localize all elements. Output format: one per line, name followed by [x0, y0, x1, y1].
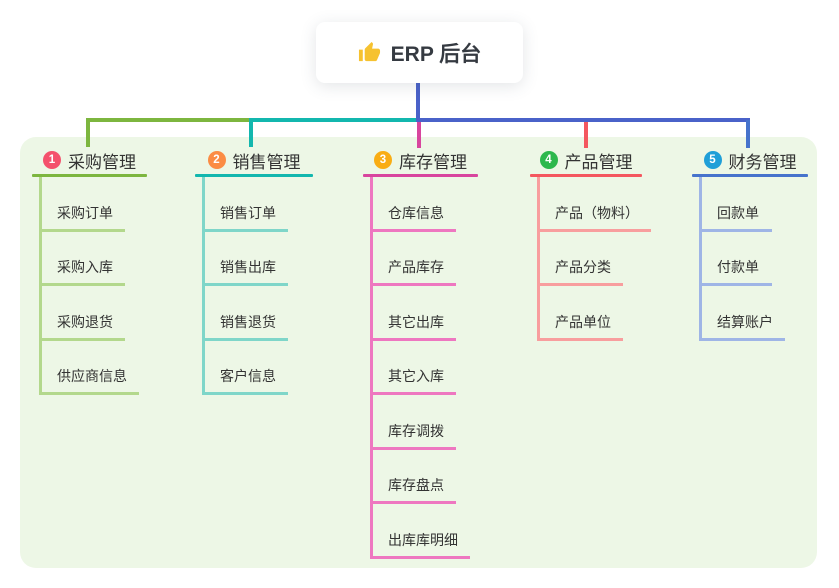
child-topic[interactable]: 仓库信息	[373, 177, 456, 232]
child-topic-label: 采购订单	[57, 204, 113, 221]
child-topic[interactable]: 销售订单	[205, 177, 288, 232]
branch-underline	[530, 174, 642, 177]
child-topic-label: 付款单	[717, 259, 759, 275]
root-topic[interactable]: ERP 后台	[316, 22, 523, 83]
child-topic-label: 客户信息	[220, 368, 276, 384]
branch-underline	[195, 174, 313, 177]
child-topic-label: 出库库明细	[388, 531, 458, 548]
bus-segment-right	[416, 118, 750, 122]
child-topic-label: 库存调拨	[388, 422, 444, 439]
branch-topic[interactable]: 1 采购管理	[32, 149, 147, 172]
connector-drop-1	[86, 118, 90, 147]
branch-2: 2 销售管理 销售订单销售出库销售退货客户信息	[195, 149, 313, 395]
child-topic-label: 产品库存	[388, 259, 444, 275]
bus-segment-mid	[249, 118, 418, 122]
child-topic[interactable]: 其它出库	[373, 286, 456, 341]
root-connector	[416, 83, 420, 120]
child-topic[interactable]: 采购退货	[42, 286, 125, 341]
child-topic[interactable]: 库存调拨	[373, 395, 456, 450]
branch-children-connector: 回款单付款单结算账户	[699, 177, 785, 341]
branch-underline	[363, 174, 478, 177]
child-topic[interactable]: 销售出库	[205, 232, 288, 286]
branch-label: 财务管理	[728, 152, 797, 172]
branch-number-badge: 3	[374, 151, 392, 169]
child-topic-label: 产品分类	[555, 259, 611, 275]
branch-label: 销售管理	[232, 152, 301, 172]
child-topic-label: 产品（物料）	[555, 204, 639, 221]
child-topic[interactable]: 销售退货	[205, 286, 288, 341]
child-topic[interactable]: 产品库存	[373, 232, 456, 286]
child-topic[interactable]: 产品分类	[540, 232, 623, 286]
child-topic-label: 其它出库	[388, 313, 444, 330]
branch-number-badge: 4	[539, 151, 558, 169]
child-topic[interactable]: 客户信息	[205, 341, 288, 395]
branch-number-badge: 5	[703, 151, 722, 169]
child-topic[interactable]: 回款单	[702, 177, 772, 232]
child-topic[interactable]: 产品（物料）	[540, 177, 651, 232]
branch-label: 采购管理	[68, 152, 136, 172]
child-topic-label: 销售出库	[220, 259, 276, 275]
branch-underline	[692, 174, 808, 177]
connector-drop-5	[746, 120, 750, 148]
branch-number-badge: 2	[207, 151, 226, 169]
branch-children-connector: 销售订单销售出库销售退货客户信息	[202, 177, 288, 395]
child-topic[interactable]: 供应商信息	[42, 341, 139, 395]
child-topic-label: 采购入库	[57, 259, 113, 275]
child-topic[interactable]: 出库库明细	[373, 504, 470, 559]
child-topic-label: 回款单	[717, 204, 759, 221]
connector-drop-4	[584, 122, 588, 148]
child-topic-label: 销售订单	[220, 204, 276, 221]
child-topic[interactable]: 产品单位	[540, 286, 623, 341]
bus-segment-left	[86, 118, 253, 122]
branch-4: 4 产品管理 产品（物料） 产品分类产品单位	[530, 149, 651, 341]
child-topic-label: 销售退货	[220, 313, 276, 330]
branch-topic[interactable]: 4 产品管理	[530, 149, 642, 172]
branch-topic[interactable]: 2 销售管理	[195, 149, 313, 172]
branch-topic[interactable]: 3 库存管理	[363, 149, 478, 172]
branch-children-connector: 仓库信息产品库存其它出库其它入库库存调拨库存盘点出库库明细	[370, 177, 470, 559]
child-topic[interactable]: 采购订单	[42, 177, 125, 232]
child-topic[interactable]: 采购入库	[42, 232, 125, 286]
mindmap-panel	[20, 137, 817, 568]
branch-label: 库存管理	[399, 152, 467, 172]
branch-number-badge: 1	[43, 151, 61, 169]
connector-drop-3	[417, 122, 421, 148]
child-topic[interactable]: 付款单	[702, 232, 772, 286]
branch-label: 产品管理	[564, 152, 633, 172]
child-topic-label: 供应商信息	[57, 368, 127, 384]
branch-underline	[32, 174, 147, 177]
child-topic[interactable]: 结算账户	[702, 286, 785, 341]
root-topic-label: ERP 后台	[390, 42, 482, 66]
child-topic[interactable]: 库存盘点	[373, 450, 456, 504]
child-topic[interactable]: 其它入库	[373, 341, 456, 395]
branch-1: 1 采购管理 采购订单采购入库采购退货供应商信息	[32, 149, 147, 395]
branch-children-connector: 采购订单采购入库采购退货供应商信息	[39, 177, 139, 395]
child-topic-label: 产品单位	[555, 313, 611, 330]
connector-drop-2	[249, 120, 253, 147]
branch-topic[interactable]: 5 财务管理	[692, 149, 808, 172]
child-topic-label: 采购退货	[57, 313, 113, 330]
branch-3: 3 库存管理 仓库信息产品库存其它出库其它入库库存调拨库存盘点出库库明细	[363, 149, 478, 559]
child-topic-label: 其它入库	[388, 368, 444, 384]
branch-5: 5 财务管理 回款单付款单结算账户	[692, 149, 808, 341]
child-topic-label: 结算账户	[717, 313, 773, 330]
child-topic-label: 仓库信息	[388, 204, 444, 221]
child-topic-label: 库存盘点	[388, 477, 444, 493]
branch-children-connector: 产品（物料） 产品分类产品单位	[537, 177, 651, 341]
thumbs-up-icon	[358, 41, 380, 62]
